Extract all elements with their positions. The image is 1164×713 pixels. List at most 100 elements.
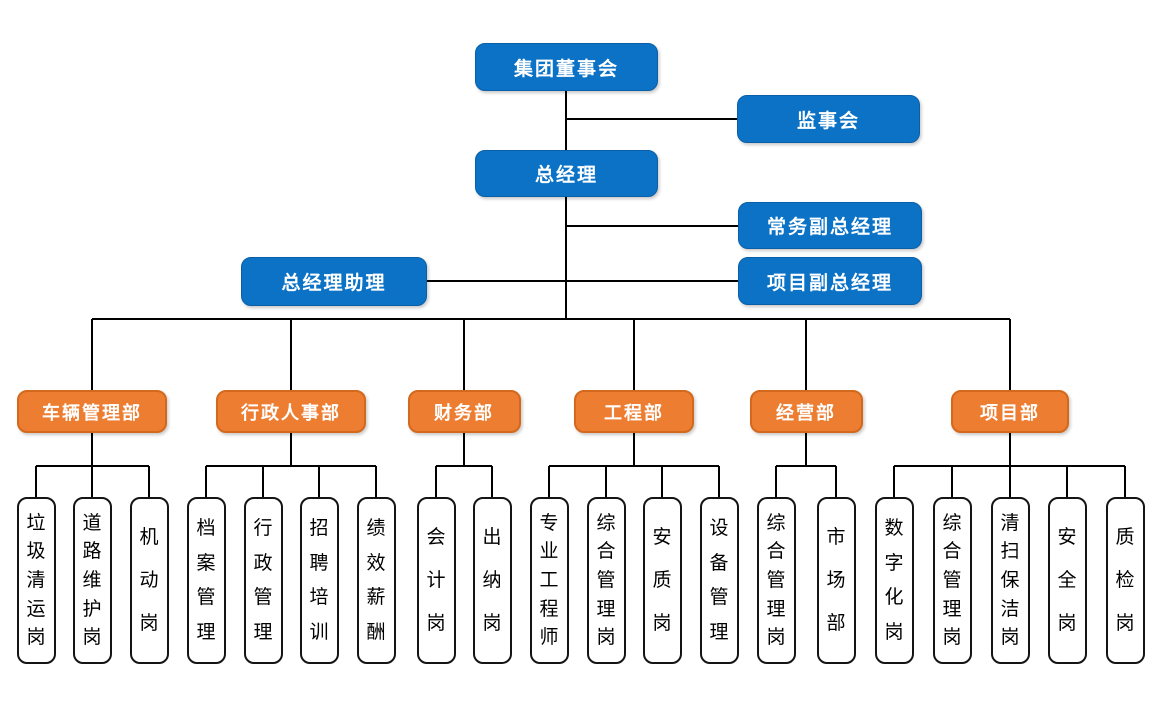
position-node-3-1: 综合管理岗 (586, 497, 626, 664)
position-node-3-1-char: 理 (596, 598, 616, 620)
node-executive-deputy-gm-label: 常务副总经理 (766, 217, 893, 238)
node-project-deputy-gm: 项目副总经理 (738, 257, 922, 305)
position-node-0-0: 垃圾清运岗 (16, 497, 56, 664)
position-node-5-0-char: 数 (884, 518, 904, 540)
position-node-0-1-char: 道 (82, 512, 102, 534)
position-node-2-0-char: 计 (426, 570, 446, 591)
position-node-5-2: 清扫保洁岗 (990, 497, 1030, 664)
connector-line (205, 466, 207, 499)
connector-line (1009, 319, 1011, 392)
position-node-5-4-char: 质 (1115, 527, 1135, 548)
position-node-1-1-char: 行 (253, 518, 273, 540)
node-gm-assistant: 总经理助理 (241, 257, 427, 306)
position-node-0-1-char: 路 (82, 541, 102, 563)
position-node-0-2-char: 动 (139, 570, 159, 591)
connector-line (262, 466, 264, 499)
position-node-1-0-char: 管 (196, 587, 216, 609)
position-node-2-1-char: 岗 (482, 613, 502, 634)
connector-line (435, 466, 437, 499)
position-node-5-1-char: 理 (942, 598, 962, 620)
department-node-4-label: 经营部 (776, 402, 836, 423)
position-node-1-3-char: 效 (366, 552, 386, 574)
connector-line (835, 466, 837, 499)
department-node-1: 行政人事部 (216, 390, 366, 433)
position-node-3-0-char: 专 (539, 512, 559, 534)
position-node-3-0-char: 工 (539, 569, 559, 591)
position-node-1-0: 档案管理 (186, 497, 226, 664)
connector-line (605, 466, 607, 499)
position-node-5-1-char: 管 (942, 569, 962, 591)
position-node-0-0-char: 垃 (26, 512, 46, 534)
position-node-1-1-char: 理 (253, 621, 273, 643)
position-node-0-2-char: 岗 (139, 613, 159, 634)
connector-line (1009, 431, 1011, 467)
position-node-2-0: 会计岗 (416, 497, 456, 664)
position-node-2-1-char: 纳 (482, 570, 502, 591)
position-node-5-4: 质检岗 (1105, 497, 1145, 664)
position-node-5-3-char: 岗 (1057, 613, 1077, 634)
position-node-5-3: 安全岗 (1047, 497, 1087, 664)
connector-line (775, 466, 777, 499)
connector-line (290, 319, 292, 392)
position-node-5-1: 综合管理岗 (932, 497, 972, 664)
department-node-4: 经营部 (749, 390, 863, 433)
department-node-1-label: 行政人事部 (241, 402, 341, 423)
position-node-3-2-char: 质 (652, 570, 672, 591)
position-node-1-0-char: 案 (196, 552, 216, 574)
position-node-1-0-char: 档 (196, 518, 216, 540)
connector-line (148, 466, 150, 499)
position-node-2-1-char: 出 (482, 527, 502, 548)
position-node-1-1-char: 管 (253, 587, 273, 609)
connector-line (290, 431, 292, 467)
position-node-3-0-char: 师 (539, 627, 559, 649)
position-node-3-3: 设备管理 (699, 497, 739, 664)
connector-line (463, 319, 465, 392)
position-node-0-0-char: 圾 (26, 541, 46, 563)
position-node-2-0-char: 会 (426, 527, 446, 548)
position-node-3-1-char: 岗 (596, 627, 616, 649)
position-node-1-3-char: 薪 (366, 587, 386, 609)
position-node-5-0-char: 岗 (884, 621, 904, 643)
connector-line (718, 466, 720, 499)
position-node-1-0-char: 理 (196, 621, 216, 643)
position-node-0-2: 机动岗 (129, 497, 169, 664)
position-node-5-0-char: 化 (884, 587, 904, 609)
connector-line (951, 466, 953, 499)
node-general-manager: 总经理 (475, 150, 658, 197)
department-node-5-label: 项目部 (980, 402, 1040, 423)
connector-line (36, 465, 149, 467)
position-node-0-2-char: 机 (139, 527, 159, 548)
connector-line (805, 319, 807, 392)
position-node-3-3-char: 管 (709, 587, 729, 609)
connector-line (91, 319, 93, 392)
position-node-5-3-char: 全 (1057, 570, 1077, 591)
position-node-4-0-char: 合 (766, 541, 786, 563)
node-general-manager-label: 总经理 (534, 165, 598, 186)
position-node-1-1: 行政管理 (243, 497, 283, 664)
connector-line (91, 431, 93, 467)
connector-line (318, 466, 320, 499)
position-node-3-3-char: 理 (709, 621, 729, 643)
position-node-2-1: 出纳岗 (472, 497, 512, 664)
node-project-deputy-gm-label: 项目副总经理 (766, 272, 893, 294)
position-node-5-4-char: 岗 (1115, 613, 1135, 634)
position-node-5-2-char: 洁 (1000, 598, 1020, 620)
connector-line (566, 118, 737, 120)
position-node-1-2: 招聘培训 (299, 497, 339, 664)
connector-line (206, 465, 376, 467)
position-node-1-1-char: 政 (253, 552, 273, 574)
department-node-2: 财务部 (407, 390, 521, 433)
connector-line (805, 431, 807, 467)
position-node-3-3-char: 设 (709, 518, 729, 540)
position-node-3-1-char: 合 (596, 541, 616, 563)
department-node-0-label: 车辆管理部 (42, 402, 142, 423)
position-node-4-0-char: 理 (766, 598, 786, 620)
connector-line (548, 466, 550, 499)
position-node-3-0-char: 程 (539, 598, 559, 620)
connector-line (463, 431, 465, 467)
position-node-1-2-char: 聘 (309, 552, 329, 574)
connector-line (893, 466, 895, 499)
position-node-0-1: 道路维护岗 (72, 497, 112, 664)
position-node-1-2-char: 训 (309, 621, 329, 643)
